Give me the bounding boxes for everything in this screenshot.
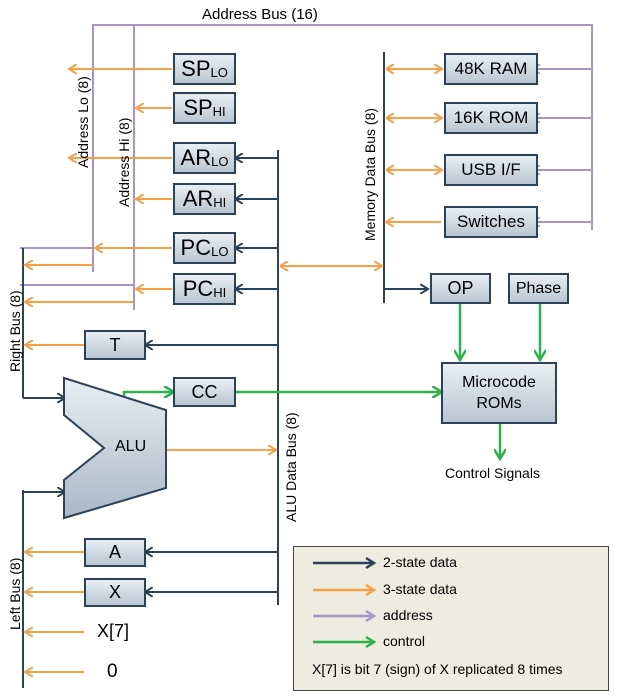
register-t: T (84, 330, 146, 360)
legend-item-control: control (383, 633, 426, 649)
alu-unit (63, 376, 167, 520)
legend-note: X[7] is bit 7 (sign) of X replicated 8 t… (312, 661, 563, 677)
memory-switches: Switches (444, 206, 538, 238)
bus-lines (22, 52, 385, 688)
register-a: A (84, 538, 146, 567)
x7-input-label: X[7] (97, 621, 130, 641)
two-state-arrows (23, 158, 427, 592)
register-op: OP (430, 273, 491, 304)
address-bus-label: Address Bus (16) (202, 6, 318, 23)
memory-data-bus-label: Memory Data Bus (8) (362, 107, 378, 241)
memory-usb: USB I/F (444, 154, 538, 186)
address-lo-label: Address Lo (8) (75, 76, 91, 168)
register-x: X (84, 578, 146, 607)
legend (293, 546, 609, 691)
register-cc: CC (173, 377, 236, 407)
register-phase: Phase (508, 273, 569, 304)
legend-item-address: address (383, 607, 433, 623)
legend-item-two-state: 2-state data (383, 554, 457, 570)
left-bus-label: Left Bus (8) (7, 557, 23, 630)
control-signals-label: Control Signals (445, 465, 540, 481)
address-bus-lines (20, 24, 593, 310)
alu-data-bus-label: ALU Data Bus (8) (283, 412, 299, 522)
legend-item-three-state: 3-state data (383, 581, 457, 597)
alu-label: ALU (115, 438, 147, 455)
memory-rom: 16K ROM (444, 102, 538, 134)
microcode-roms: Microcode ROMs (441, 362, 557, 424)
three-state-arrows (26, 69, 441, 672)
memory-ram: 48K RAM (444, 53, 538, 85)
address-hi-label: Address Hi (8) (116, 117, 132, 207)
right-bus-label: Right Bus (8) (7, 290, 23, 372)
zero-input-label: 0 (107, 661, 118, 682)
address-bus-arrows (533, 69, 592, 222)
